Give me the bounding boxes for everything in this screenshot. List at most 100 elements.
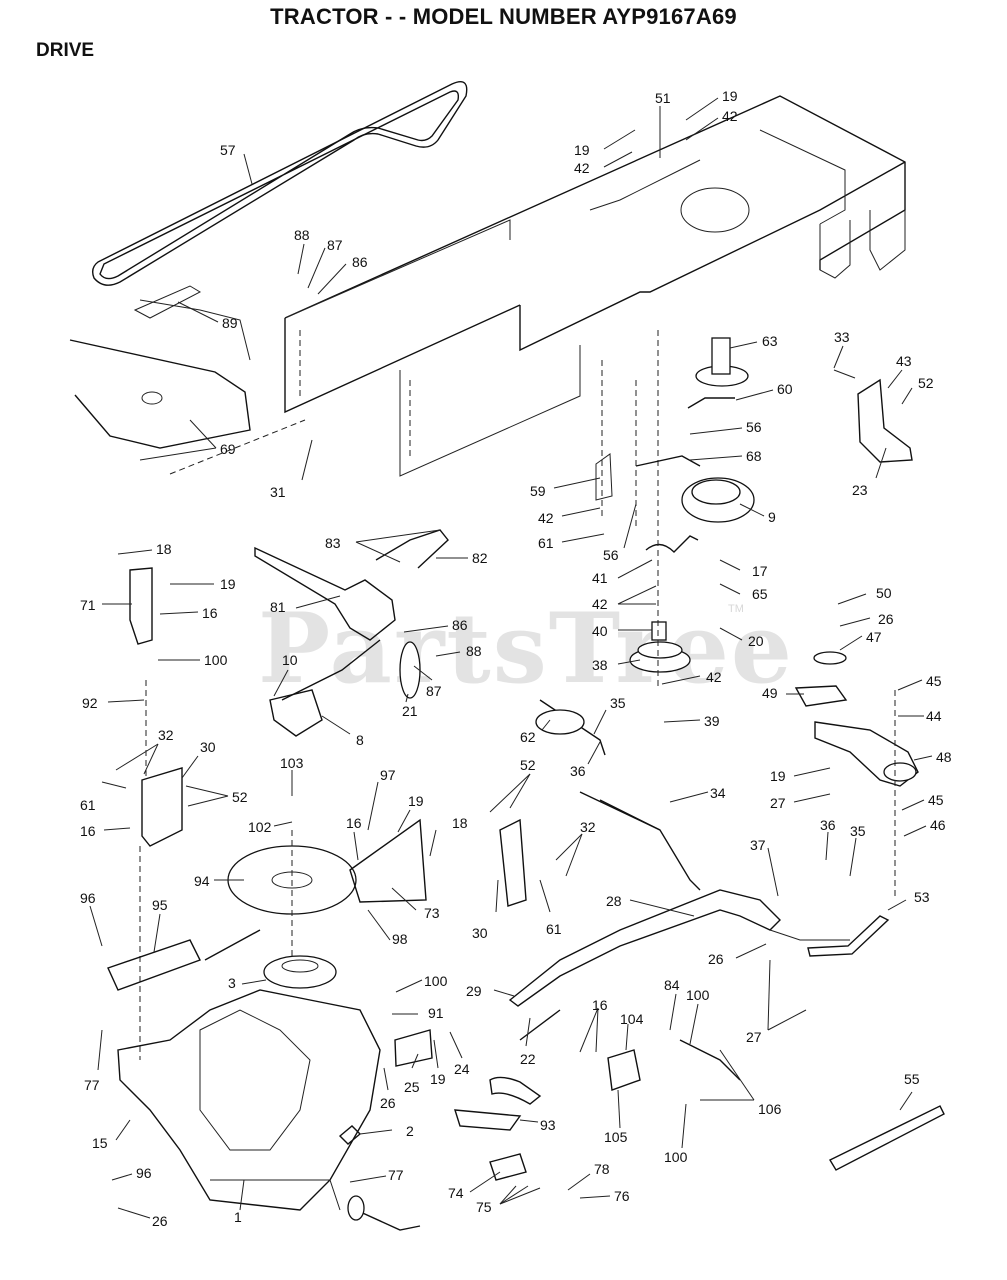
part-label-9: 9 (768, 509, 776, 525)
part-label-86: 86 (352, 254, 368, 270)
part-label-27: 27 (746, 1029, 762, 1045)
part-label-29: 29 (466, 983, 482, 999)
part-label-34: 34 (710, 785, 726, 801)
part-label-46: 46 (930, 817, 946, 833)
drive-belt-drawing (91, 81, 468, 286)
part-label-23: 23 (852, 482, 868, 498)
part-label-24: 24 (454, 1061, 470, 1077)
part-label-62: 62 (520, 729, 536, 745)
part-label-36: 36 (570, 763, 586, 779)
left-brackets-drawing (129, 567, 183, 1060)
part-label-88: 88 (294, 227, 310, 243)
part-label-105: 105 (604, 1129, 628, 1145)
part-label-42: 42 (538, 510, 554, 526)
part-labels: 57 51 19 42 19 42 88 87 86 89 63 33 43 5… (80, 88, 952, 1229)
part-label-40: 40 (592, 623, 608, 639)
section-title: DRIVE (36, 40, 95, 61)
part-label-36: 36 (820, 817, 836, 833)
part-label-86: 86 (452, 617, 468, 633)
part-label-95: 95 (152, 897, 168, 913)
part-label-47: 47 (866, 629, 882, 645)
part-label-22: 22 (520, 1051, 536, 1067)
part-label-30: 30 (200, 739, 216, 755)
part-label-94: 94 (194, 873, 210, 889)
part-label-32: 32 (158, 727, 174, 743)
part-label-38: 38 (592, 657, 608, 673)
part-label-31: 31 (270, 484, 286, 500)
part-label-26: 26 (380, 1095, 396, 1111)
part-label-35: 35 (850, 823, 866, 839)
part-label-21: 21 (402, 703, 418, 719)
part-label-2: 2 (406, 1123, 414, 1139)
leader-lines (89, 97, 933, 1219)
part-label-26: 26 (708, 951, 724, 967)
part-label-50: 50 (876, 585, 892, 601)
part-label-57: 57 (220, 142, 236, 158)
part-label-48: 48 (936, 749, 952, 765)
pulley-stack-drawing (595, 330, 755, 686)
watermark-tm: TM (728, 603, 744, 615)
part-label-61: 61 (80, 797, 96, 813)
part-label-52: 52 (918, 375, 934, 391)
part-label-16: 16 (346, 815, 362, 831)
part-label-91: 91 (428, 1005, 444, 1021)
page-title: TRACTOR - - MODEL NUMBER AYP9167A69 (270, 4, 737, 29)
part-label-61: 61 (538, 535, 554, 551)
part-label-15: 15 (92, 1135, 108, 1151)
part-label-41: 41 (592, 570, 608, 586)
part-label-76: 76 (614, 1188, 630, 1204)
part-label-87: 87 (426, 683, 442, 699)
part-label-17: 17 (752, 563, 768, 579)
part-label-28: 28 (606, 893, 622, 909)
part-label-97: 97 (380, 767, 396, 783)
part-label-93: 93 (540, 1117, 556, 1133)
part-label-52: 52 (232, 789, 248, 805)
part-label-61: 61 (546, 921, 562, 937)
part-label-55: 55 (904, 1071, 920, 1087)
part-label-71: 71 (80, 597, 96, 613)
part-label-63: 63 (762, 333, 778, 349)
part-label-81: 81 (270, 599, 286, 615)
part-label-82: 82 (472, 550, 488, 566)
part-label-30: 30 (472, 925, 488, 941)
part-label-20: 20 (748, 633, 764, 649)
part-label-19: 19 (430, 1071, 446, 1087)
part-label-33: 33 (834, 329, 850, 345)
bracket-23-drawing (833, 369, 913, 463)
part-label-26: 26 (878, 611, 894, 627)
part-label-25: 25 (404, 1079, 420, 1095)
part-label-42: 42 (574, 160, 590, 176)
part-label-69: 69 (220, 441, 236, 457)
part-label-104: 104 (620, 1011, 644, 1027)
part-label-77: 77 (84, 1077, 100, 1093)
part-label-42: 42 (722, 108, 738, 124)
part-label-73: 73 (424, 905, 440, 921)
part-label-92: 92 (82, 695, 98, 711)
part-label-102: 102 (248, 819, 272, 835)
part-label-96: 96 (80, 890, 96, 906)
part-label-27: 27 (770, 795, 786, 811)
part-label-16: 16 (592, 997, 608, 1013)
part-label-88: 88 (466, 643, 482, 659)
part-label-35: 35 (610, 695, 626, 711)
part-label-60: 60 (777, 381, 793, 397)
part-label-83: 83 (325, 535, 341, 551)
part-label-18: 18 (452, 815, 468, 831)
part-label-77: 77 (388, 1167, 404, 1183)
part-label-78: 78 (594, 1161, 610, 1177)
part-label-56: 56 (746, 419, 762, 435)
part-label-16: 16 (80, 823, 96, 839)
part-label-53: 53 (914, 889, 930, 905)
part-label-26: 26 (152, 1213, 168, 1229)
part-label-75: 75 (476, 1199, 492, 1215)
part-label-65: 65 (752, 586, 768, 602)
watermark: PartsTree (258, 592, 794, 705)
part-label-10: 10 (282, 652, 298, 668)
bellcrank-drawing (794, 651, 919, 957)
part-label-19: 19 (770, 768, 786, 784)
part-label-84: 84 (664, 977, 680, 993)
part-label-39: 39 (704, 713, 720, 729)
part-label-42: 42 (706, 669, 722, 685)
part-label-19: 19 (408, 793, 424, 809)
part-label-45: 45 (928, 792, 944, 808)
